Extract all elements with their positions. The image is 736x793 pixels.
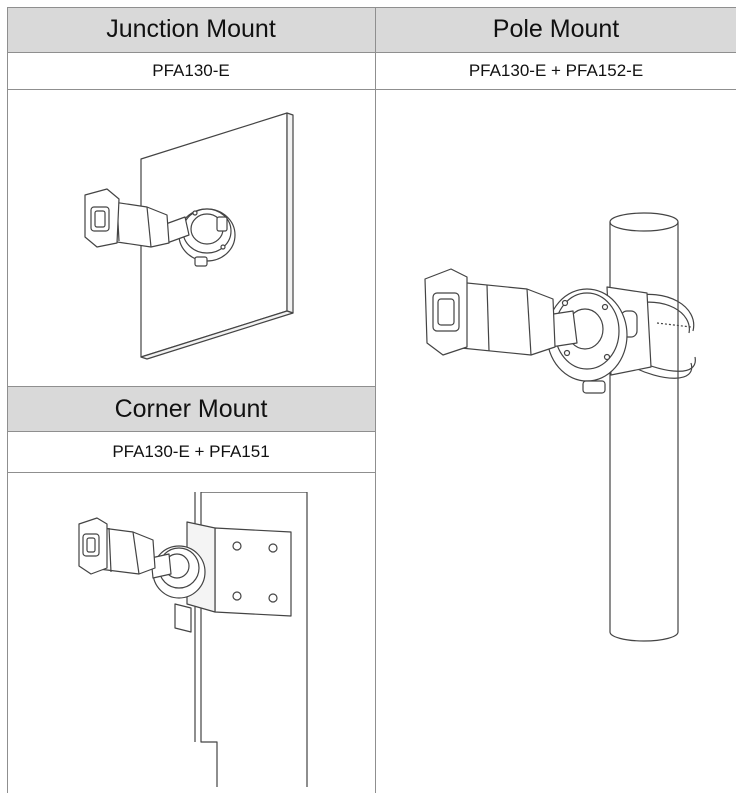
row-divider-3 bbox=[7, 386, 375, 387]
column-divider bbox=[375, 7, 376, 793]
corner-mount-title: Corner Mount bbox=[114, 394, 268, 423]
junction-mount-illustration bbox=[67, 107, 307, 367]
row-divider-4 bbox=[7, 431, 375, 432]
table-border-left bbox=[7, 7, 8, 793]
junction-mount-header: Junction Mount bbox=[7, 7, 375, 52]
junction-mount-model-cell: PFA130-E bbox=[7, 53, 375, 89]
table-border-top bbox=[7, 7, 736, 8]
row-divider-1 bbox=[7, 52, 736, 53]
pole-mount-title: Pole Mount bbox=[492, 15, 620, 43]
junction-mount-title: Junction Mount bbox=[106, 15, 276, 43]
corner-mount-header: Corner Mount bbox=[7, 387, 375, 431]
row-divider-5 bbox=[7, 472, 375, 473]
corner-mount-model-cell: PFA130-E + PFA151 bbox=[7, 432, 375, 472]
pole-mount-illustration bbox=[407, 207, 707, 657]
pole-mount-model: PFA130-E + PFA152-E bbox=[468, 61, 644, 80]
corner-mount-model: PFA130-E + PFA151 bbox=[112, 442, 270, 461]
pole-mount-model-cell: PFA130-E + PFA152-E bbox=[376, 53, 736, 89]
corner-mount-illustration bbox=[67, 492, 327, 787]
mount-options-table: Junction Mount Pole Mount PFA130-E PFA13… bbox=[7, 7, 736, 793]
row-divider-2 bbox=[7, 89, 736, 90]
pole-mount-header: Pole Mount bbox=[376, 7, 736, 52]
junction-mount-model: PFA130-E bbox=[152, 61, 230, 80]
